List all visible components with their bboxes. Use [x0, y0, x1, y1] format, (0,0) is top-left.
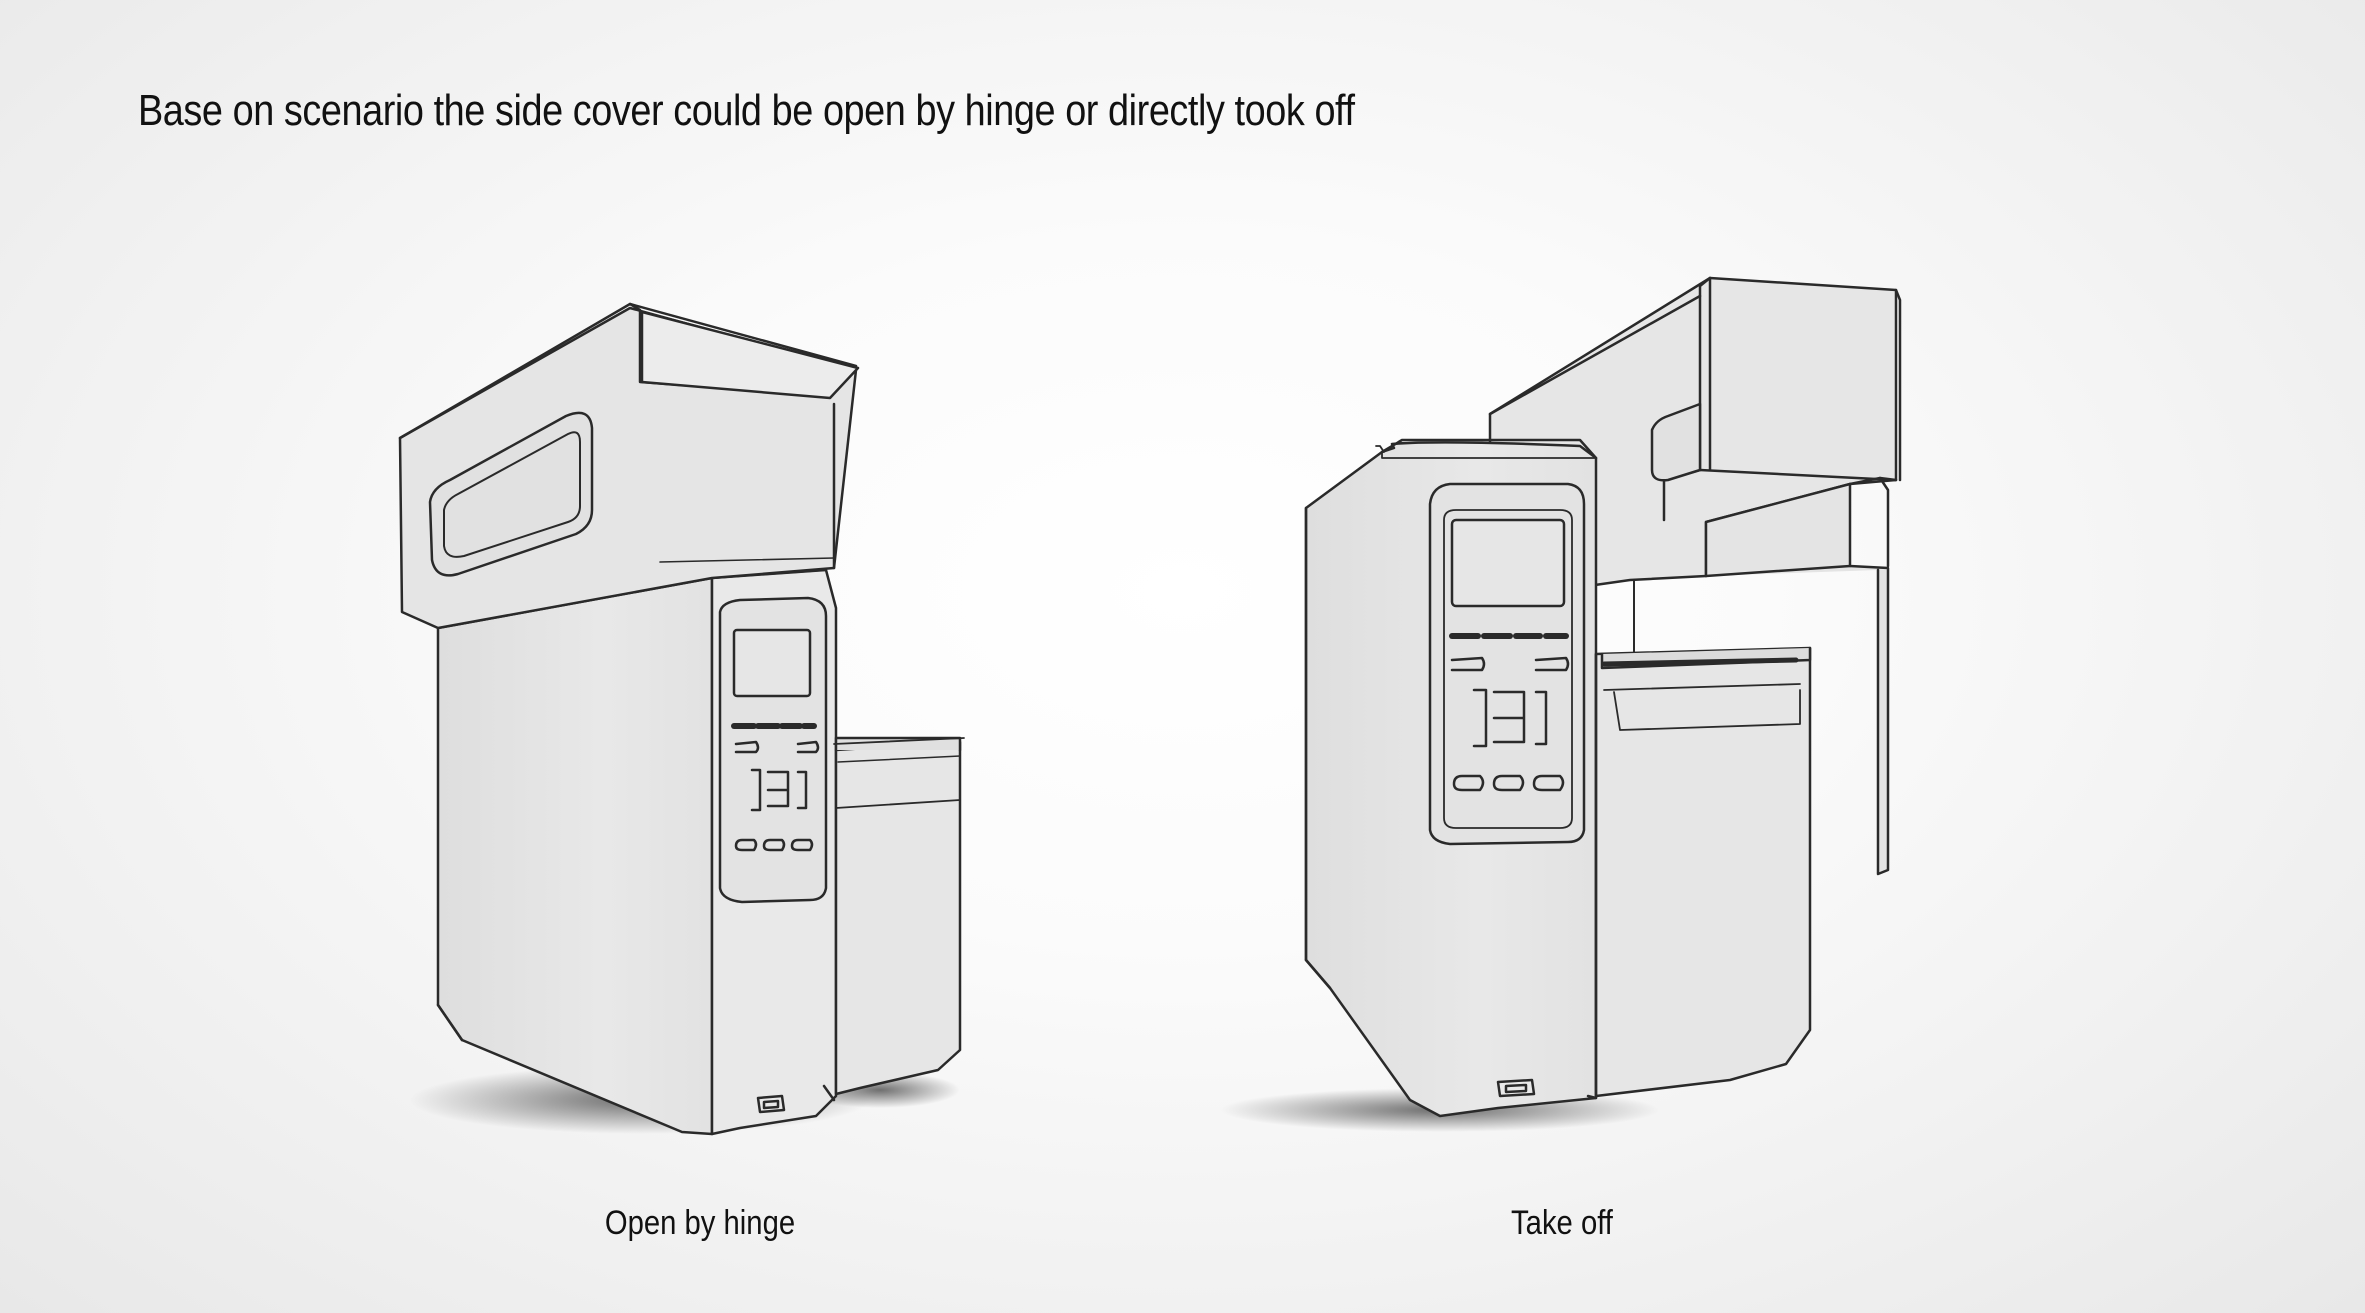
cover-top-sheet [640, 310, 860, 400]
media-module-2 [1594, 646, 1812, 1098]
media-module [834, 740, 962, 1096]
page-title: Base on scenario the side cover could be… [138, 86, 1355, 135]
hinge-printer-group [398, 302, 965, 1136]
caption-take-off: Take off [1511, 1204, 1613, 1242]
main-body-side [436, 576, 714, 1136]
caption-open-by-hinge: Open by hinge [604, 1204, 796, 1242]
takeoff-printer-group [1220, 276, 1902, 1132]
cover-window [428, 411, 594, 577]
lcd-screen-2 [1450, 518, 1566, 608]
lcd-screen [732, 628, 812, 698]
